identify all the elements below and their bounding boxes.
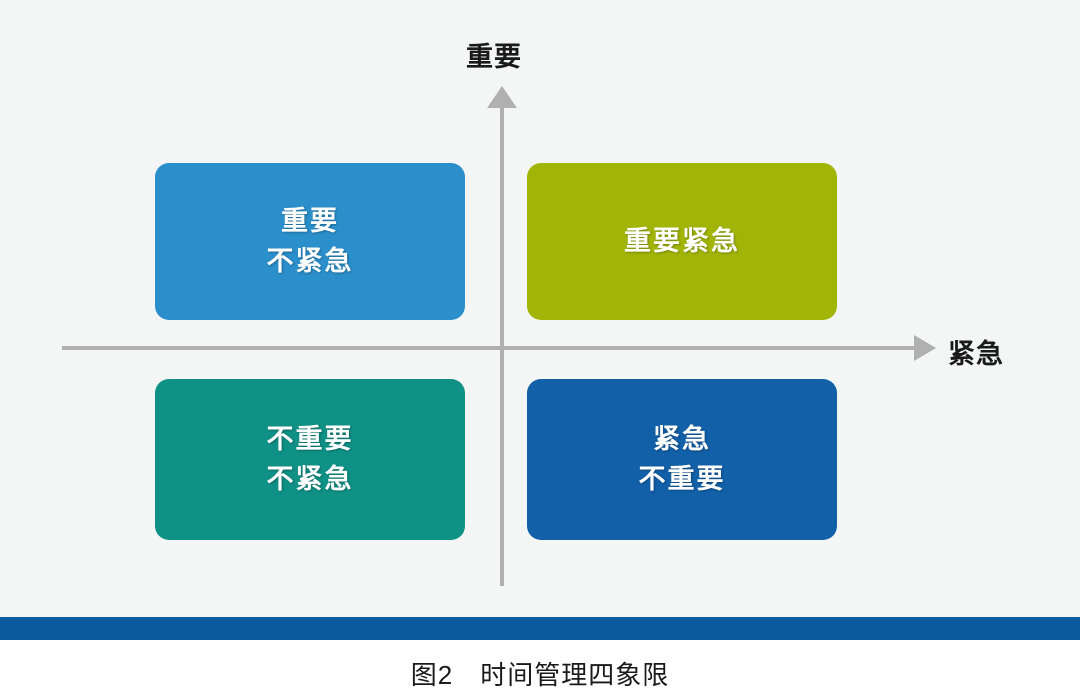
quadrant-urgent-not-important[interactable]: 紧急 不重要 <box>527 379 837 540</box>
quadrant-important-urgent[interactable]: 重要紧急 <box>527 163 837 320</box>
horizontal-axis-label: 紧急 <box>948 339 1004 369</box>
quadrant-label-line-2: 不紧急 <box>266 245 354 276</box>
quadrant-label-line-1: 不重要 <box>266 423 354 454</box>
quadrant-label-line-2: 不重要 <box>638 463 726 494</box>
quadrant-not-important-not-urgent[interactable]: 不重要 不紧急 <box>155 379 465 540</box>
quadrant-important-not-urgent[interactable]: 重要 不紧急 <box>155 163 465 320</box>
arrow-up-icon <box>487 86 517 108</box>
quadrant-label-line-1: 重要紧急 <box>624 225 740 256</box>
vertical-axis-line <box>500 104 504 586</box>
figure-caption: 图2 时间管理四象限 <box>410 660 670 690</box>
quadrant-label-line-1: 紧急 <box>653 423 711 454</box>
vertical-axis-label: 重要 <box>466 42 522 72</box>
quadrant-label-line-1: 重要 <box>281 205 339 236</box>
quadrant-label-line-2: 不紧急 <box>266 463 354 494</box>
diagram-canvas: 重要 紧急 重要 不紧急 重要紧急 不重要 不紧急 紧急 不重要 <box>0 0 1080 617</box>
bottom-divider-rule <box>0 617 1080 640</box>
arrow-right-icon <box>914 335 936 361</box>
horizontal-axis-line <box>62 346 918 350</box>
